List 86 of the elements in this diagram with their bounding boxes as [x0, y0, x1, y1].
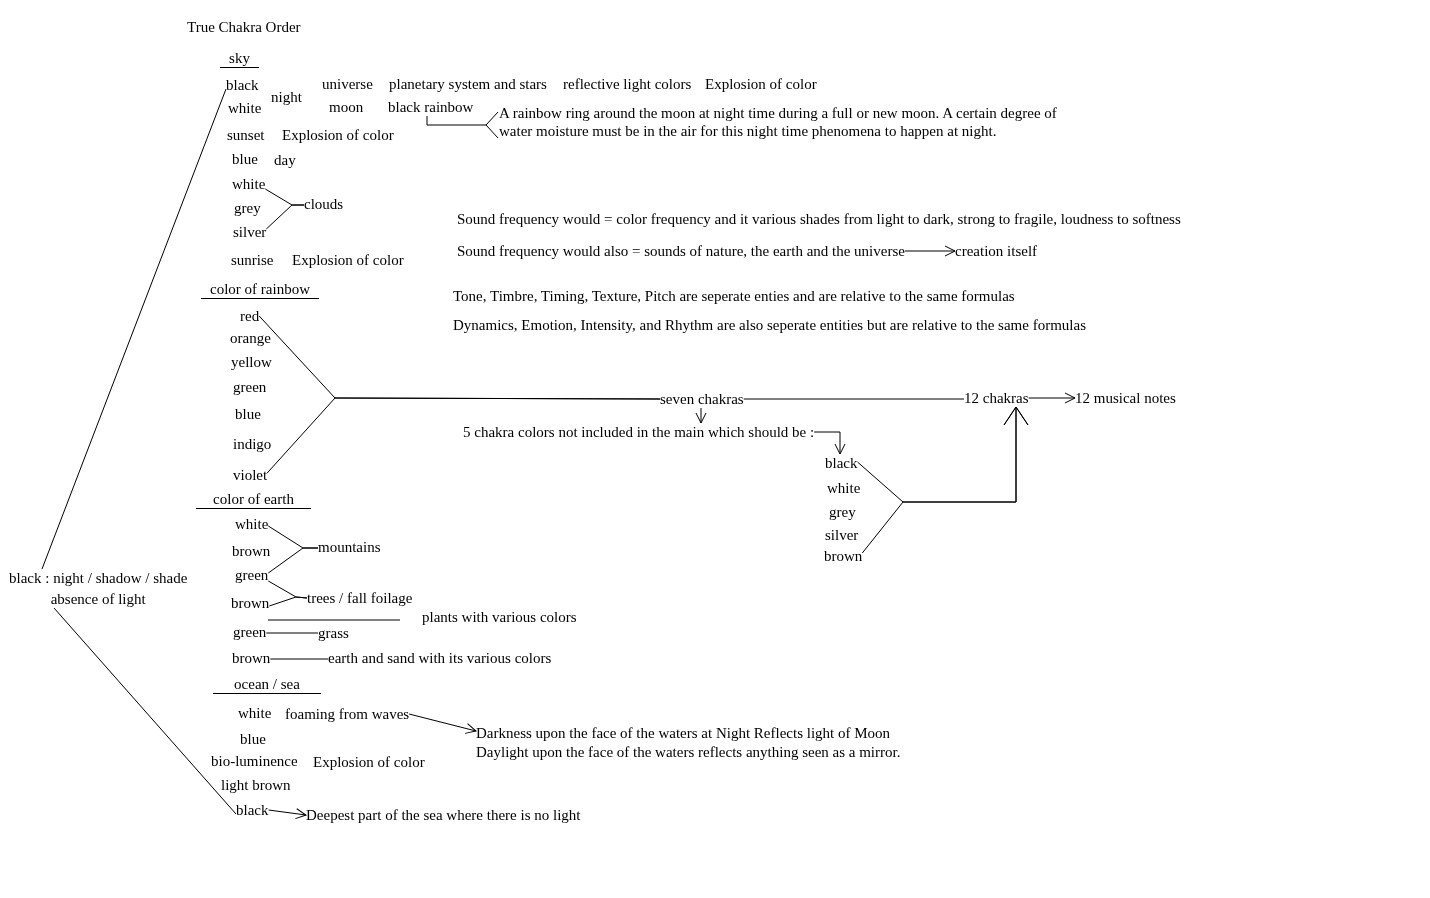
color-term: blue: [240, 730, 266, 748]
color-term: grey: [829, 503, 856, 521]
concept-text: foaming from waves: [285, 705, 410, 723]
connector-line: [268, 596, 308, 607]
concept-text: Explosion of color: [282, 126, 394, 144]
arrow: [408, 713, 477, 734]
section-heading: color of rainbow: [201, 281, 319, 299]
connector-line: [743, 398, 965, 400]
color-term: black: [236, 801, 269, 819]
note-text: Sound frequency would also = sounds of nature, the earth and the universe: [457, 242, 905, 260]
color-term: blue: [235, 405, 261, 423]
color-term: white: [238, 704, 272, 722]
concept-text: universe: [322, 75, 373, 93]
concept-text: mountains: [318, 538, 381, 556]
note-text: Daylight upon the face of the waters reflects anything seen as a mirror.: [476, 743, 901, 761]
concept-text: night: [271, 88, 302, 106]
color-term: green: [235, 566, 269, 584]
note-text: Tone, Timbre, Timing, Texture, Pitch are seperate enties and are relative to the same formulas: [453, 287, 1015, 305]
concept-text: day: [274, 151, 296, 169]
connector-line: [41, 88, 227, 570]
color-term: light brown: [221, 776, 291, 794]
color-term: green: [233, 378, 267, 396]
color-term: white: [228, 99, 262, 117]
color-term: blue: [232, 150, 258, 168]
color-term: silver: [233, 223, 267, 241]
color-term: white: [232, 175, 266, 193]
color-term: yellow: [231, 353, 272, 371]
concept-text: black rainbow: [388, 98, 474, 116]
note-text: A rainbow ring around the moon at night time during a full or new moon. A certain degree of water moisture must be in the air for this night time phenomena to happen at night.: [499, 104, 1074, 140]
concept-text: black : night / shadow / shade: [9, 569, 188, 587]
note-text: Darkness upon the face of the waters at Night Reflects light of Moon: [476, 724, 891, 742]
concept-text: seven chakras: [660, 390, 744, 408]
concept-text: planetary system and stars: [389, 75, 547, 93]
concept-text: clouds: [304, 195, 344, 213]
concept-text: earth and sand with its various colors: [328, 649, 552, 667]
arrow: [861, 406, 1029, 554]
section-heading: sky: [220, 50, 259, 68]
color-term: brown: [824, 547, 863, 565]
concept-text: 12 musical notes: [1075, 389, 1176, 407]
concept-text: 12 chakras: [964, 389, 1029, 407]
color-term: sunset: [227, 126, 265, 144]
connector-line: [53, 607, 237, 815]
color-term: indigo: [233, 435, 272, 453]
connector-line: [265, 204, 305, 230]
concept-text: Explosion of color: [705, 75, 817, 93]
color-term: grey: [234, 199, 261, 217]
diagram-title: True Chakra Order: [187, 18, 301, 36]
color-term: bio-luminence: [211, 752, 298, 770]
connector-line: [265, 632, 319, 634]
color-term: white: [827, 479, 861, 497]
bracket-connector: [426, 111, 499, 139]
connector-line: [266, 397, 661, 474]
color-term: violet: [233, 466, 268, 484]
connector-line: [267, 547, 319, 574]
arrow: [904, 245, 956, 257]
color-term: brown: [231, 594, 270, 612]
color-term: brown: [232, 542, 271, 560]
color-term: orange: [230, 329, 271, 347]
color-term: silver: [825, 526, 859, 544]
arrow: [695, 407, 707, 424]
connector-line: [269, 658, 329, 660]
concept-text: grass: [318, 624, 349, 642]
color-term: white: [235, 515, 269, 533]
concept-text: creation itself: [955, 242, 1038, 260]
note-text: absence of light: [50, 590, 146, 608]
color-term: green: [233, 623, 267, 641]
concept-text: reflective light colors: [563, 75, 692, 93]
color-term: red: [240, 307, 260, 325]
concept-text: Explosion of color: [313, 753, 425, 771]
arrow: [813, 431, 846, 455]
note-text: Sound frequency would = color frequency and it various shades from light to dark, strong to fragile, loudness to softness: [457, 210, 1181, 228]
note-text: Deepest part of the sea where there is no light: [306, 806, 581, 824]
concept-text: moon: [329, 98, 364, 116]
color-term: black: [226, 76, 259, 94]
arrow: [268, 808, 307, 820]
section-heading: ocean / sea: [213, 676, 321, 694]
concept-text: trees / fall foilage: [307, 589, 413, 607]
concept-text: Explosion of color: [292, 251, 404, 269]
note-text: Dynamics, Emotion, Intensity, and Rhythm are also seperate entities but are relative to the same formulas: [453, 316, 1086, 334]
note-text: plants with various colors: [422, 608, 577, 626]
arrow: [1028, 392, 1076, 404]
color-term: brown: [232, 649, 271, 667]
color-term: sunrise: [231, 251, 274, 269]
section-heading: color of earth: [196, 491, 311, 509]
note-text: 5 chakra colors not included in the main which should be :: [463, 423, 815, 441]
color-term: black: [825, 454, 858, 472]
